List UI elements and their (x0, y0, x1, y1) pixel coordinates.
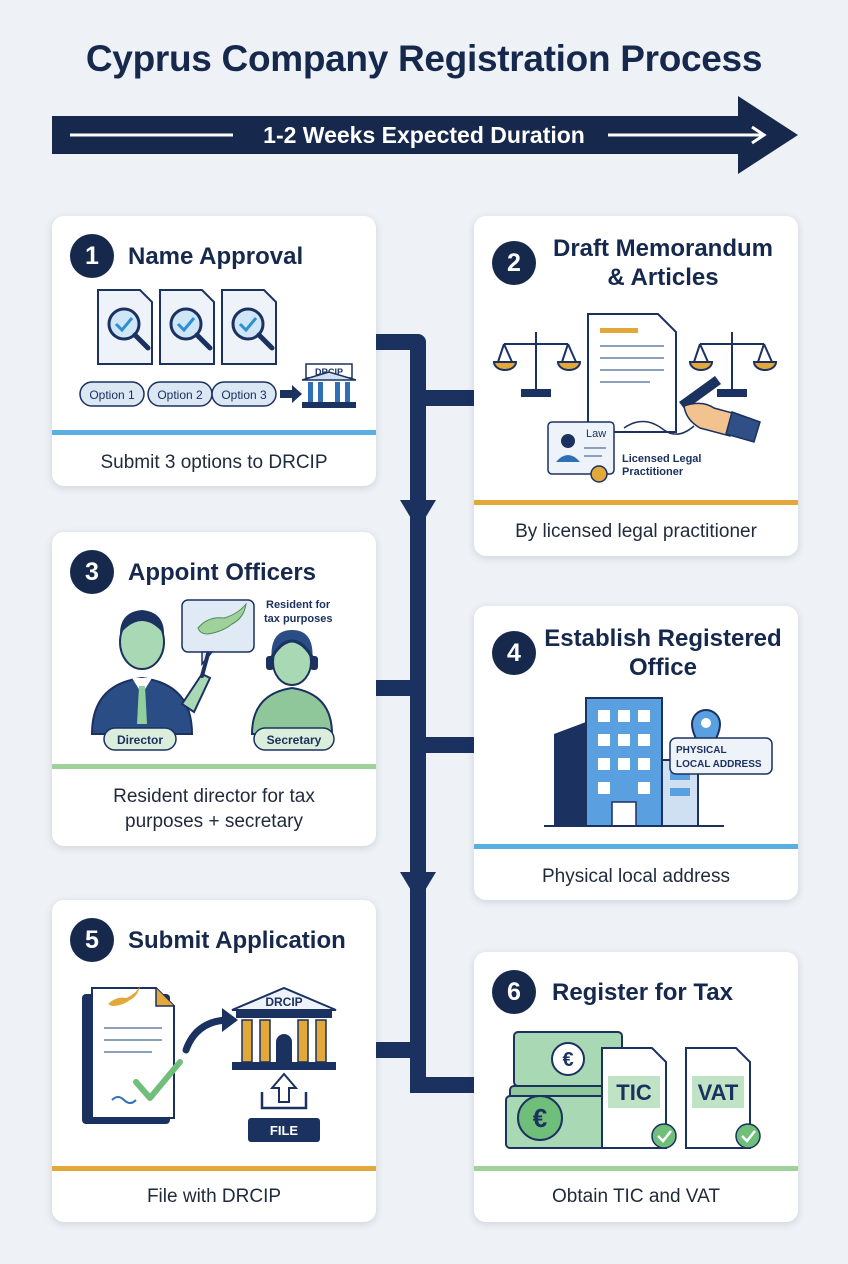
government-building-icon: DRCIP (301, 363, 357, 408)
svg-text:Option 3: Option 3 (221, 388, 267, 402)
step-title: Register for Tax (552, 978, 733, 1006)
duration-label: 1-2 Weeks Expected Duration (263, 122, 585, 148)
cash-stack-icon: € € (505, 1031, 623, 1149)
director-tag: Director (103, 727, 177, 751)
practitioner-label: Practitioner (622, 466, 684, 478)
vat-document-icon: VAT (685, 1047, 761, 1149)
scales-of-justice-icon (688, 332, 778, 397)
secretary-person-icon (250, 630, 334, 735)
svg-text:PHYSICAL: PHYSICAL (676, 745, 727, 756)
step-caption: Physical local address (542, 866, 730, 887)
step-card-draft-memorandum: 2 Draft Memorandum & Articles (474, 216, 798, 556)
svg-text:TIC: TIC (616, 1080, 652, 1105)
contract-document-icon (587, 313, 677, 433)
curved-arrow-icon (182, 1008, 238, 1054)
accent-rule (52, 430, 376, 435)
svg-text:Secretary: Secretary (267, 733, 322, 747)
option-badge-3: Option 3 (211, 381, 277, 407)
step-caption: Obtain TIC and VAT (552, 1186, 720, 1207)
address-box: PHYSICAL LOCAL ADDRESS (669, 737, 773, 775)
step-caption: File with DRCIP (146, 1186, 282, 1207)
step-card-appoint-officers: 3 Appoint Officers Resident for tax purp… (52, 532, 376, 846)
office-building-icon (544, 697, 724, 827)
step-title: Establish Registered Office (544, 625, 782, 681)
option-badge-1: Option 1 (79, 381, 145, 407)
license-card-icon: Law (547, 421, 615, 483)
secretary-tag: Secretary (253, 727, 335, 751)
speech-bubble-map-icon (181, 599, 255, 667)
svg-text:LOCAL ADDRESS: LOCAL ADDRESS (676, 759, 762, 770)
accent-rule (52, 764, 376, 769)
step-caption: Resident director for tax purposes + sec… (62, 784, 366, 834)
name-approval-illustration: Option 1 Option 2 Option 3 DRCIP (79, 289, 357, 408)
director-person-icon (90, 610, 212, 735)
svg-text:Option 1: Option 1 (89, 388, 135, 402)
step-number-badge: 3 (70, 550, 114, 594)
step-number-badge: 1 (70, 234, 114, 278)
svg-text:Option 2: Option 2 (157, 388, 203, 402)
submit-application-illustration: DRCIP FILE (82, 986, 337, 1142)
step-title: Appoint Officers (128, 558, 317, 586)
option-badge-2: Option 2 (147, 381, 213, 407)
office-building-illustration: PHYSICAL LOCAL ADDRESS (544, 697, 773, 827)
resident-note: Resident for (266, 599, 331, 611)
resident-note: tax purposes (264, 613, 332, 625)
accent-rule (474, 500, 798, 505)
accent-rule (474, 844, 798, 849)
svg-text:€: € (533, 1103, 547, 1133)
step-title: Draft Memorandum & Articles (552, 235, 774, 291)
upload-icon (260, 1072, 308, 1110)
tic-document-icon: TIC (601, 1047, 677, 1149)
application-document-icon (82, 986, 183, 1124)
tax-registration-illustration: € € TIC VAT (505, 1031, 761, 1149)
step-number-badge: 4 (492, 631, 536, 675)
svg-text:Director: Director (117, 733, 163, 747)
svg-text:€: € (562, 1049, 573, 1071)
step-number-badge: 2 (492, 241, 536, 285)
step-title: Name Approval (128, 242, 304, 270)
step-caption-line: purposes + secretary (125, 811, 303, 832)
document-search-icon (221, 289, 277, 365)
government-building-icon: DRCIP (231, 986, 337, 1070)
step-card-name-approval: 1 Name Approval Option 1 Option 2 (52, 216, 376, 486)
step-caption-line: Resident director for tax (113, 786, 315, 807)
document-search-icon (159, 289, 215, 365)
step-title: Submit Application (128, 926, 346, 954)
practitioner-label: Licensed Legal (622, 453, 701, 465)
step-caption: Submit 3 options to DRCIP (100, 452, 328, 473)
page-title: Cyprus Company Registration Process (85, 38, 763, 79)
legal-drafting-illustration: Law Licensed Legal Practitioner (492, 313, 778, 483)
arrow-right-icon (280, 385, 302, 403)
accent-rule (52, 1166, 376, 1171)
flow-arrowhead-1 (400, 500, 436, 530)
flow-arrowhead-2 (400, 872, 436, 902)
svg-text:DRCIP: DRCIP (265, 995, 302, 1009)
step-number-badge: 6 (492, 970, 536, 1014)
pen-hand-icon (623, 376, 761, 443)
officers-illustration: Resident for tax purposes Director Secre… (90, 599, 335, 751)
step-card-register-tax: 6 Register for Tax € € TIC VAT Obtain (474, 952, 798, 1222)
step-number-badge: 5 (70, 918, 114, 962)
svg-text:Law: Law (586, 428, 606, 440)
step-card-registered-office: 4 Establish Registered Office (474, 606, 798, 900)
step-caption: By licensed legal practitioner (515, 521, 757, 542)
duration-arrow: 1-2 Weeks Expected Duration (52, 96, 798, 174)
document-search-icon (97, 289, 153, 365)
scales-of-justice-icon (492, 332, 582, 397)
file-tag: FILE (248, 1118, 320, 1142)
svg-text:VAT: VAT (698, 1080, 739, 1105)
svg-text:FILE: FILE (270, 1123, 298, 1138)
step-card-submit-application: 5 Submit Application DRCIP (52, 900, 376, 1222)
accent-rule (474, 1166, 798, 1171)
